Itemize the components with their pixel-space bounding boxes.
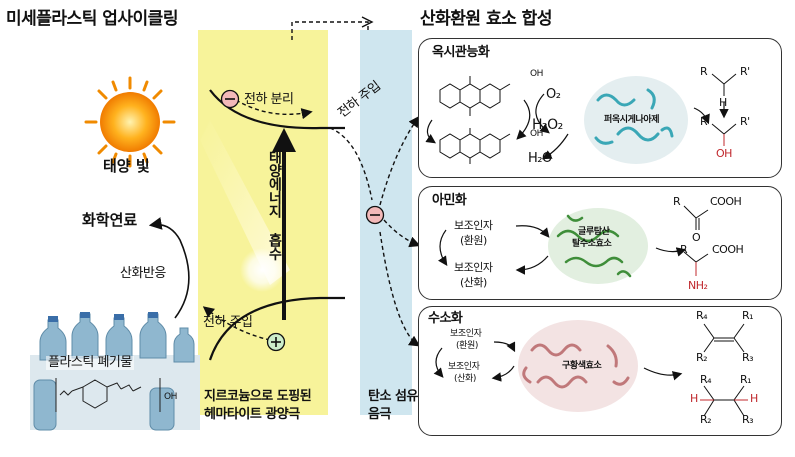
panel1-heading: 옥시관능화 bbox=[432, 45, 490, 60]
panel2-enzyme-line2: 탈수소효소 bbox=[572, 239, 612, 249]
solar-absorption-label: 태양에너지 흡수 bbox=[266, 150, 283, 260]
panel3-r4-top: R₄ bbox=[696, 309, 708, 322]
panel3-cofactor-oxidized-line2: (산화) bbox=[454, 374, 476, 384]
panel3-r2-top: R₂ bbox=[696, 351, 708, 364]
conduction-band-curve bbox=[209, 89, 345, 130]
panel3-enzyme-label: 구황색효소 bbox=[562, 361, 602, 371]
panel2-graphics bbox=[438, 205, 709, 284]
sun-icon bbox=[84, 76, 176, 168]
cathode-label-line2: 음극 bbox=[368, 407, 391, 422]
panel2-cofactor-oxidized-line2: (산화) bbox=[460, 276, 487, 289]
panel1-rprime-top: R' bbox=[740, 65, 750, 78]
left-title: 미세플라스틱 업사이클링 bbox=[6, 9, 178, 29]
plastic-oh-label: OH bbox=[164, 392, 178, 402]
panel1-r-bottom: R bbox=[700, 115, 708, 128]
panel3-h-right: H bbox=[750, 392, 758, 405]
chemical-fuel-label: 화학연료 bbox=[82, 211, 138, 229]
hole-injection-arrow bbox=[202, 306, 271, 341]
peroxygenase-enzyme-image bbox=[584, 76, 688, 164]
branch-arrow-oxy bbox=[379, 115, 420, 206]
panel2-r-top: R bbox=[673, 195, 681, 208]
plastic-bottles-image bbox=[30, 312, 200, 431]
panel3-graphics bbox=[433, 320, 748, 417]
oxidation-reaction-label: 산화반응 bbox=[120, 266, 166, 281]
light-flash bbox=[240, 248, 284, 292]
panel1-oh-product: OH bbox=[716, 147, 732, 160]
light-beam bbox=[200, 120, 290, 285]
charge-separation-arrow bbox=[235, 99, 313, 120]
panel3-r3-bottom: R₃ bbox=[742, 413, 754, 426]
plastic-waste-label: 플라스틱 폐기물 bbox=[46, 355, 134, 371]
panel3-cofactor-reduced-line2: (환원) bbox=[456, 341, 478, 351]
panel3-cofactor-oxidized-line1: 보조인자 bbox=[448, 362, 480, 372]
valence-band-curve bbox=[208, 296, 345, 361]
panel1-h2o: H₂O bbox=[528, 151, 552, 166]
panel2-cooh-bottom: COOH bbox=[712, 243, 744, 256]
panel1-graphics bbox=[425, 73, 737, 164]
top-connector-arrow bbox=[291, 21, 369, 40]
panel3-r1-bottom: R₁ bbox=[740, 373, 752, 386]
panel2-enzyme-line1: 글루탐산 bbox=[578, 227, 610, 237]
panel1-h: H bbox=[719, 96, 727, 109]
panel1-acid-oh-top: OH bbox=[530, 69, 544, 79]
panel1-enzyme-label: 퍼옥시게나아제 bbox=[604, 115, 660, 125]
panel2-cofactor-reduced-line2: (환원) bbox=[460, 234, 487, 247]
branch-arrow-amin bbox=[383, 219, 421, 248]
panel2-cofactor-oxidized-line1: 보조인자 bbox=[454, 261, 493, 274]
panel2-cofactor-reduced-line1: 보조인자 bbox=[454, 219, 493, 232]
panel3-h-left: H bbox=[690, 392, 698, 405]
panel1-r-top: R bbox=[700, 65, 708, 78]
panel2-nh2: NH₂ bbox=[688, 279, 708, 292]
branch-arrow-hydro bbox=[379, 231, 421, 347]
panel3-r4-bottom: R₄ bbox=[700, 373, 712, 386]
panel3-cofactor-reduced-line1: 보조인자 bbox=[450, 329, 482, 339]
hole-injection-label: 전하 주입 bbox=[203, 315, 253, 330]
panel1-o2: O₂ bbox=[546, 87, 561, 102]
panel3-heading: 수소화 bbox=[428, 311, 463, 326]
panel2-heading: 아민화 bbox=[432, 193, 467, 208]
panel3-r2-bottom: R₂ bbox=[700, 413, 712, 426]
right-title: 산화환원 효소 합성 bbox=[420, 9, 552, 29]
panel1-acid-oh-bottom: OH bbox=[530, 129, 544, 139]
photoanode-label-line1: 지르코늄으로 도핑된 bbox=[204, 389, 312, 404]
panel1-h2o2: H₂O₂ bbox=[532, 117, 563, 133]
panel2-cooh-top: COOH bbox=[710, 195, 742, 208]
old-yellow-enzyme-image bbox=[518, 320, 638, 412]
sunlight-label: 태양 빛 bbox=[103, 157, 150, 175]
panel1-rprime-bottom: R' bbox=[740, 115, 750, 128]
panel2-o: O bbox=[692, 231, 701, 244]
charge-separation-label: 전하 분리 bbox=[244, 92, 294, 107]
oxidation-arrow bbox=[148, 217, 190, 319]
electron-injection-arrow bbox=[329, 127, 373, 201]
photoanode-label-line2: 헤마타이트 광양극 bbox=[204, 407, 300, 422]
glutamate-dehydrogenase-enzyme-image bbox=[548, 208, 648, 284]
panel3-r3-top: R₃ bbox=[742, 351, 754, 364]
panel2-r-bottom: R bbox=[680, 243, 688, 256]
hydroanthraquinone-structure bbox=[439, 128, 511, 164]
anthraquinone-structure bbox=[439, 76, 511, 116]
panel3-r1-top: R₁ bbox=[742, 309, 754, 322]
